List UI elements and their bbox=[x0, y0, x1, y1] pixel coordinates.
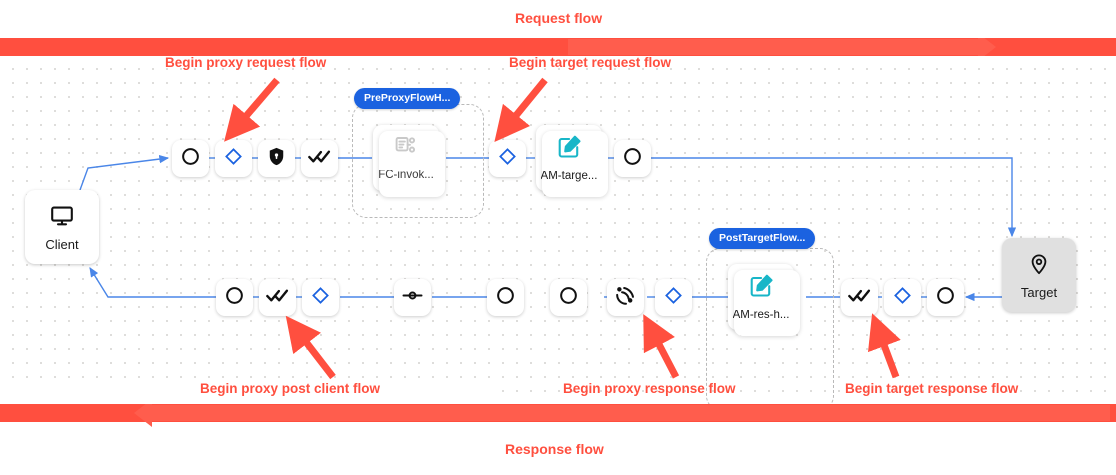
double-check-icon bbox=[308, 145, 331, 173]
node-res-broadcast[interactable] bbox=[607, 279, 644, 316]
response-flow-bar-notch bbox=[0, 386, 496, 404]
request-flow-bar-notch bbox=[694, 0, 1116, 38]
node-req-security[interactable] bbox=[258, 140, 295, 177]
node-am-res[interactable]: AM-res-h... bbox=[728, 264, 800, 336]
diamond-icon bbox=[893, 286, 912, 310]
annotation-target-response: Begin target response flow bbox=[845, 381, 1019, 396]
node-target-label: Target bbox=[1020, 284, 1058, 300]
double-check-icon bbox=[266, 284, 289, 312]
annotation-proxy-response: Begin proxy response flow bbox=[563, 381, 736, 396]
node-res-target-start[interactable] bbox=[927, 279, 964, 316]
node-res-proxy-hook[interactable] bbox=[655, 279, 692, 316]
signal-waves-icon bbox=[614, 284, 637, 312]
diagram-canvas[interactable]: PreProxyFlowH... PostTargetFlow... Clien… bbox=[0, 56, 1116, 404]
node-fc-invoke-label: FC-invok... bbox=[378, 170, 434, 182]
flow-schema-icon bbox=[394, 134, 418, 163]
annotation-arrow-layer bbox=[224, 77, 901, 380]
node-target[interactable]: Target bbox=[1002, 238, 1076, 312]
location-pin-icon bbox=[1028, 252, 1050, 281]
flow-group-posttarget-badge[interactable]: PostTargetFlow... bbox=[709, 228, 816, 249]
circle-icon bbox=[180, 146, 201, 172]
node-am-target-label: AM-targe... bbox=[540, 170, 598, 182]
annotation-proxy-post-client: Begin proxy post client flow bbox=[200, 381, 381, 396]
circle-icon bbox=[224, 285, 245, 311]
node-req-target-end[interactable] bbox=[614, 140, 651, 177]
edit-pencil-icon bbox=[557, 134, 582, 164]
node-fc-invoke[interactable]: FC-invok... bbox=[373, 125, 445, 197]
request-flow-bar bbox=[0, 33, 1116, 61]
node-req-checks[interactable] bbox=[301, 140, 338, 177]
diamond-icon bbox=[498, 147, 517, 171]
request-flow-label: Request flow bbox=[515, 10, 603, 26]
response-flow-bar bbox=[0, 399, 1116, 427]
node-am-res-label: AM-res-h... bbox=[732, 309, 790, 321]
diamond-icon bbox=[224, 147, 243, 171]
flow-group-preproxy-badge[interactable]: PreProxyFlowH... bbox=[354, 88, 461, 109]
diamond-icon bbox=[664, 286, 683, 310]
node-res-client-start[interactable] bbox=[216, 279, 253, 316]
node-client[interactable]: Client bbox=[25, 190, 99, 264]
diamond-icon bbox=[311, 286, 330, 310]
circle-icon bbox=[935, 285, 956, 311]
circle-icon bbox=[558, 285, 579, 311]
request-flow-arrow bbox=[568, 33, 996, 61]
response-flow-arrow bbox=[134, 399, 1110, 427]
response-flow-label: Response flow bbox=[505, 441, 604, 457]
edge-layer bbox=[79, 154, 1029, 312]
double-check-icon bbox=[848, 284, 871, 312]
node-res-target-checks[interactable] bbox=[841, 279, 878, 316]
node-res-mid-a[interactable] bbox=[487, 279, 524, 316]
monitor-icon bbox=[49, 204, 75, 233]
node-client-label: Client bbox=[45, 236, 79, 252]
node-req-target-hook[interactable] bbox=[489, 140, 526, 177]
line-dot-icon bbox=[401, 284, 424, 312]
node-req-start[interactable] bbox=[172, 140, 209, 177]
circle-icon bbox=[622, 146, 643, 172]
node-res-endpoint[interactable] bbox=[394, 279, 431, 316]
node-res-client-checks[interactable] bbox=[259, 279, 296, 316]
node-am-target[interactable]: AM-targe... bbox=[536, 125, 608, 197]
shield-lock-icon bbox=[266, 146, 287, 172]
circle-icon bbox=[495, 285, 516, 311]
node-res-mid-b[interactable] bbox=[550, 279, 587, 316]
annotation-target-request: Begin target request flow bbox=[509, 56, 672, 70]
annotation-proxy-request: Begin proxy request flow bbox=[165, 56, 327, 70]
edit-pencil-icon bbox=[749, 273, 774, 303]
node-req-flow-hook[interactable] bbox=[215, 140, 252, 177]
node-res-target-hook[interactable] bbox=[884, 279, 921, 316]
node-res-client-hook[interactable] bbox=[302, 279, 339, 316]
